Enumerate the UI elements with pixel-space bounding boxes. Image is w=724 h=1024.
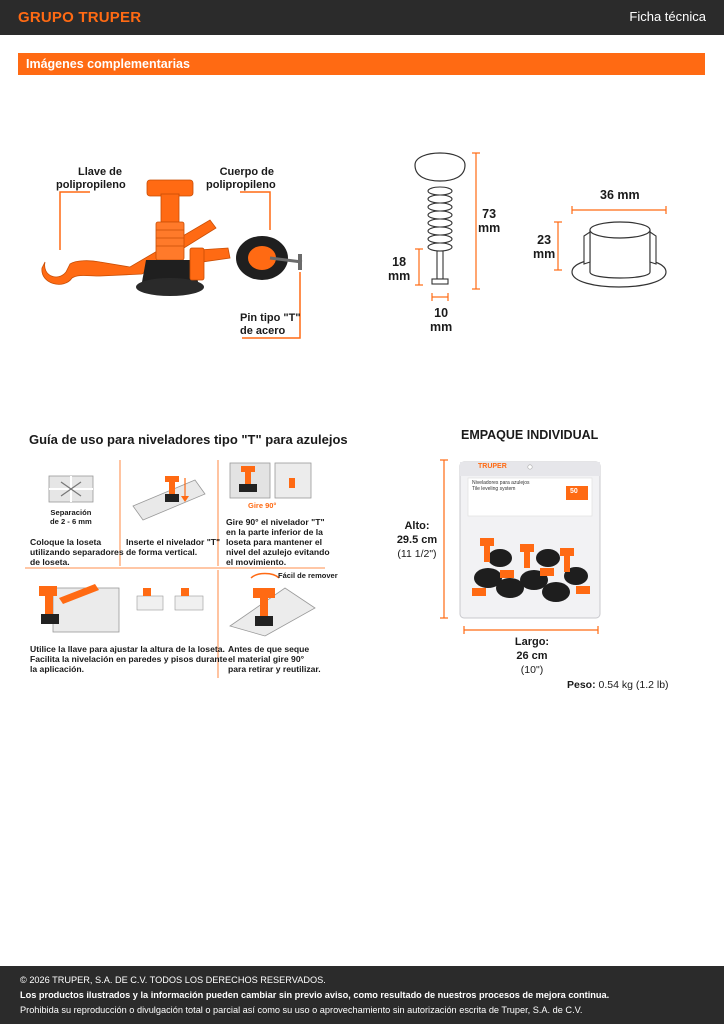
step1-line2: utilizando separadores: [30, 547, 124, 557]
base-outline: [554, 206, 667, 288]
pin-length-unit: mm: [388, 269, 411, 283]
separation-line2: de 2 - 6 mm: [50, 517, 92, 526]
body-callout-line1: Cuerpo de: [219, 166, 274, 178]
bag-brand: TRUPER: [478, 463, 507, 470]
package-length-inches: (10"): [520, 664, 544, 676]
package-height-inches: (11 1/2"): [397, 548, 437, 560]
base-height-value: 23: [537, 233, 552, 247]
base-height-unit: mm: [533, 247, 556, 261]
key-callout: Llave de polipropileno: [56, 166, 126, 192]
package-drawing: [436, 458, 606, 638]
pin-callout-line1: Pin tipo "T": [240, 312, 301, 324]
pin-width-dimension: 10 mm: [430, 306, 452, 334]
package-weight-label: Peso:: [567, 679, 596, 691]
guide-step-4: Utilice la llave para ajustar la altura …: [30, 644, 227, 674]
guide-title: Guía de uso para niveladores tipo "T" pa…: [29, 432, 348, 447]
pin-length-value: 18: [392, 255, 407, 269]
step3-line2: en la parte inferior de la: [226, 527, 323, 537]
package-title: EMPAQUE INDIVIDUAL: [461, 428, 599, 442]
pin-width-value: 10: [434, 306, 449, 320]
body-callout: Cuerpo de polipropileno: [206, 166, 276, 192]
section-title: Imágenes complementarias: [26, 57, 190, 71]
step3-line1: Gire 90° el nivelador "T": [226, 517, 325, 527]
step3-line4: nivel del azulejo evitando: [226, 547, 330, 557]
package-height: Alto: 29.5 cm (11 1/2"): [393, 519, 441, 561]
separation-line1: Separación: [50, 508, 92, 517]
pin-height-dimension: 73 mm: [478, 207, 500, 235]
guide-step-1: Coloque la loseta utilizando separadores…: [30, 537, 124, 567]
pin-outline: [414, 152, 480, 301]
key-callout-line1: Llave de: [77, 166, 122, 178]
step5-line1: Antes de que seque: [228, 644, 310, 654]
brand-logo: GRUPO TRUPER: [18, 9, 142, 26]
page-footer: © 2026 TRUPER, S.A. DE C.V. TODOS LOS DE…: [0, 966, 724, 1024]
step2-line2: de forma vertical.: [126, 547, 198, 557]
bag-count: 50: [570, 488, 578, 495]
guide-step-2: Inserte el nivelador "T" de forma vertic…: [126, 537, 220, 557]
pin-height-unit: mm: [478, 221, 501, 235]
key-callout-line2: polipropileno: [56, 179, 126, 191]
bag-label: Niveladores para azulejos Tile leveling …: [472, 480, 530, 492]
document-type: Ficha técnica: [629, 9, 706, 24]
step4-line1: Utilice la llave para ajustar la altura …: [30, 644, 225, 654]
base-dimension-drawing: [550, 200, 680, 310]
section-header: Imágenes complementarias: [18, 53, 705, 75]
pin-width-unit: mm: [430, 320, 453, 334]
body-callout-line2: polipropileno: [206, 179, 276, 191]
bag-label-line1: Niveladores para azulejos: [472, 480, 530, 486]
step5-line2: el material gire 90°: [228, 654, 305, 664]
usage-guide-grid: [25, 458, 325, 680]
bag-label-line2: Tile leveling system: [472, 486, 516, 492]
step4-line3: la aplicación.: [30, 664, 84, 674]
package-length: Largo: 26 cm (10"): [500, 635, 564, 677]
base-height-dimension: 23 mm: [533, 233, 555, 261]
guide-step-3: Gire 90° el nivelador "T" en la parte in…: [226, 517, 330, 567]
package-weight-value: 0.54 kg (1.2 lb): [598, 679, 669, 691]
package-height-value: 29.5 cm: [396, 534, 438, 546]
guide-step-5: Antes de que seque el material gire 90° …: [228, 644, 321, 674]
footer-notice: Los productos ilustrados y la informació…: [20, 990, 610, 1000]
package-height-label: Alto:: [404, 520, 430, 532]
pin-callout: Pin tipo "T" de acero: [240, 312, 301, 338]
pin-length-dimension: 18 mm: [388, 255, 410, 283]
package-bag: [440, 459, 601, 634]
separation-label: Separación de 2 - 6 mm: [50, 508, 92, 526]
base-width-dimension: 36 mm: [600, 188, 640, 202]
footer-copyright: © 2026 TRUPER, S.A. DE C.V. TODOS LOS DE…: [20, 975, 326, 985]
step1-line3: de loseta.: [30, 557, 70, 567]
step2-line1: Inserte el nivelador "T": [126, 537, 221, 547]
footer-prohibition: Prohibida su reproducción o divulgación …: [20, 1005, 583, 1015]
package-length-label: Largo:: [514, 636, 550, 648]
pin-callout-line2: de acero: [240, 325, 286, 337]
pin-dimension-drawing: [405, 145, 495, 305]
product-illustration: [30, 150, 330, 350]
pin-height-value: 73: [482, 207, 497, 221]
package-weight: Peso: 0.54 kg (1.2 lb): [567, 679, 669, 691]
step1-line1: Coloque la loseta: [30, 537, 102, 547]
step4-line2: Facilita la nivelación en paredes y piso…: [30, 654, 228, 664]
step5-line3: para retirar y reutilizar.: [228, 664, 321, 674]
step3-line3: loseta para mantener el: [226, 537, 323, 547]
step3-line5: el movimiento.: [226, 557, 287, 567]
guide-illustrations: [25, 460, 325, 678]
easy-remove-label: Fácil de remover: [278, 571, 338, 580]
rotate-label: Gire 90°: [248, 501, 277, 510]
tile-leveler-drawing: [41, 179, 303, 339]
package-length-value: 26 cm: [516, 650, 548, 662]
page-header: GRUPO TRUPER Ficha técnica: [0, 0, 724, 35]
